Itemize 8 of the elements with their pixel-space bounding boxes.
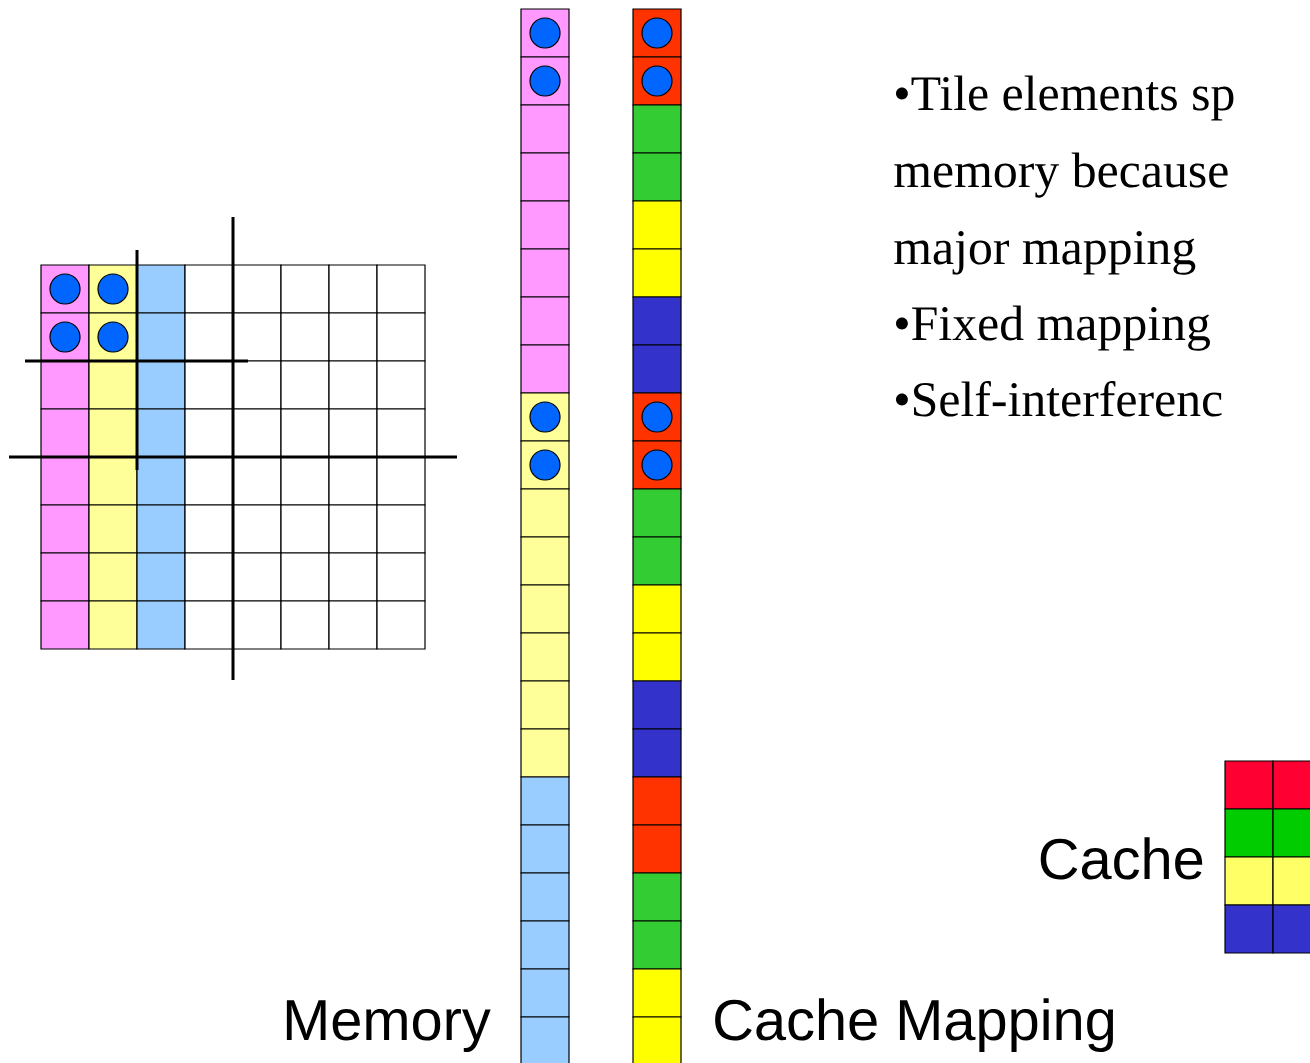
cache-label: Cache: [1040, 837, 1203, 880]
bullet-text: •Fixed mapping: [896, 305, 1210, 351]
bullet-text: major mapping: [894, 231, 1196, 275]
memory-label: Memory: [286, 1000, 491, 1052]
cache-mapping-label: Cache Mapping: [715, 998, 1114, 1052]
bullet-text: •Self-interferenc: [896, 380, 1222, 417]
bullet-text: •Tile elements sp: [896, 75, 1234, 121]
bullet-text: memory because: [894, 152, 1228, 198]
